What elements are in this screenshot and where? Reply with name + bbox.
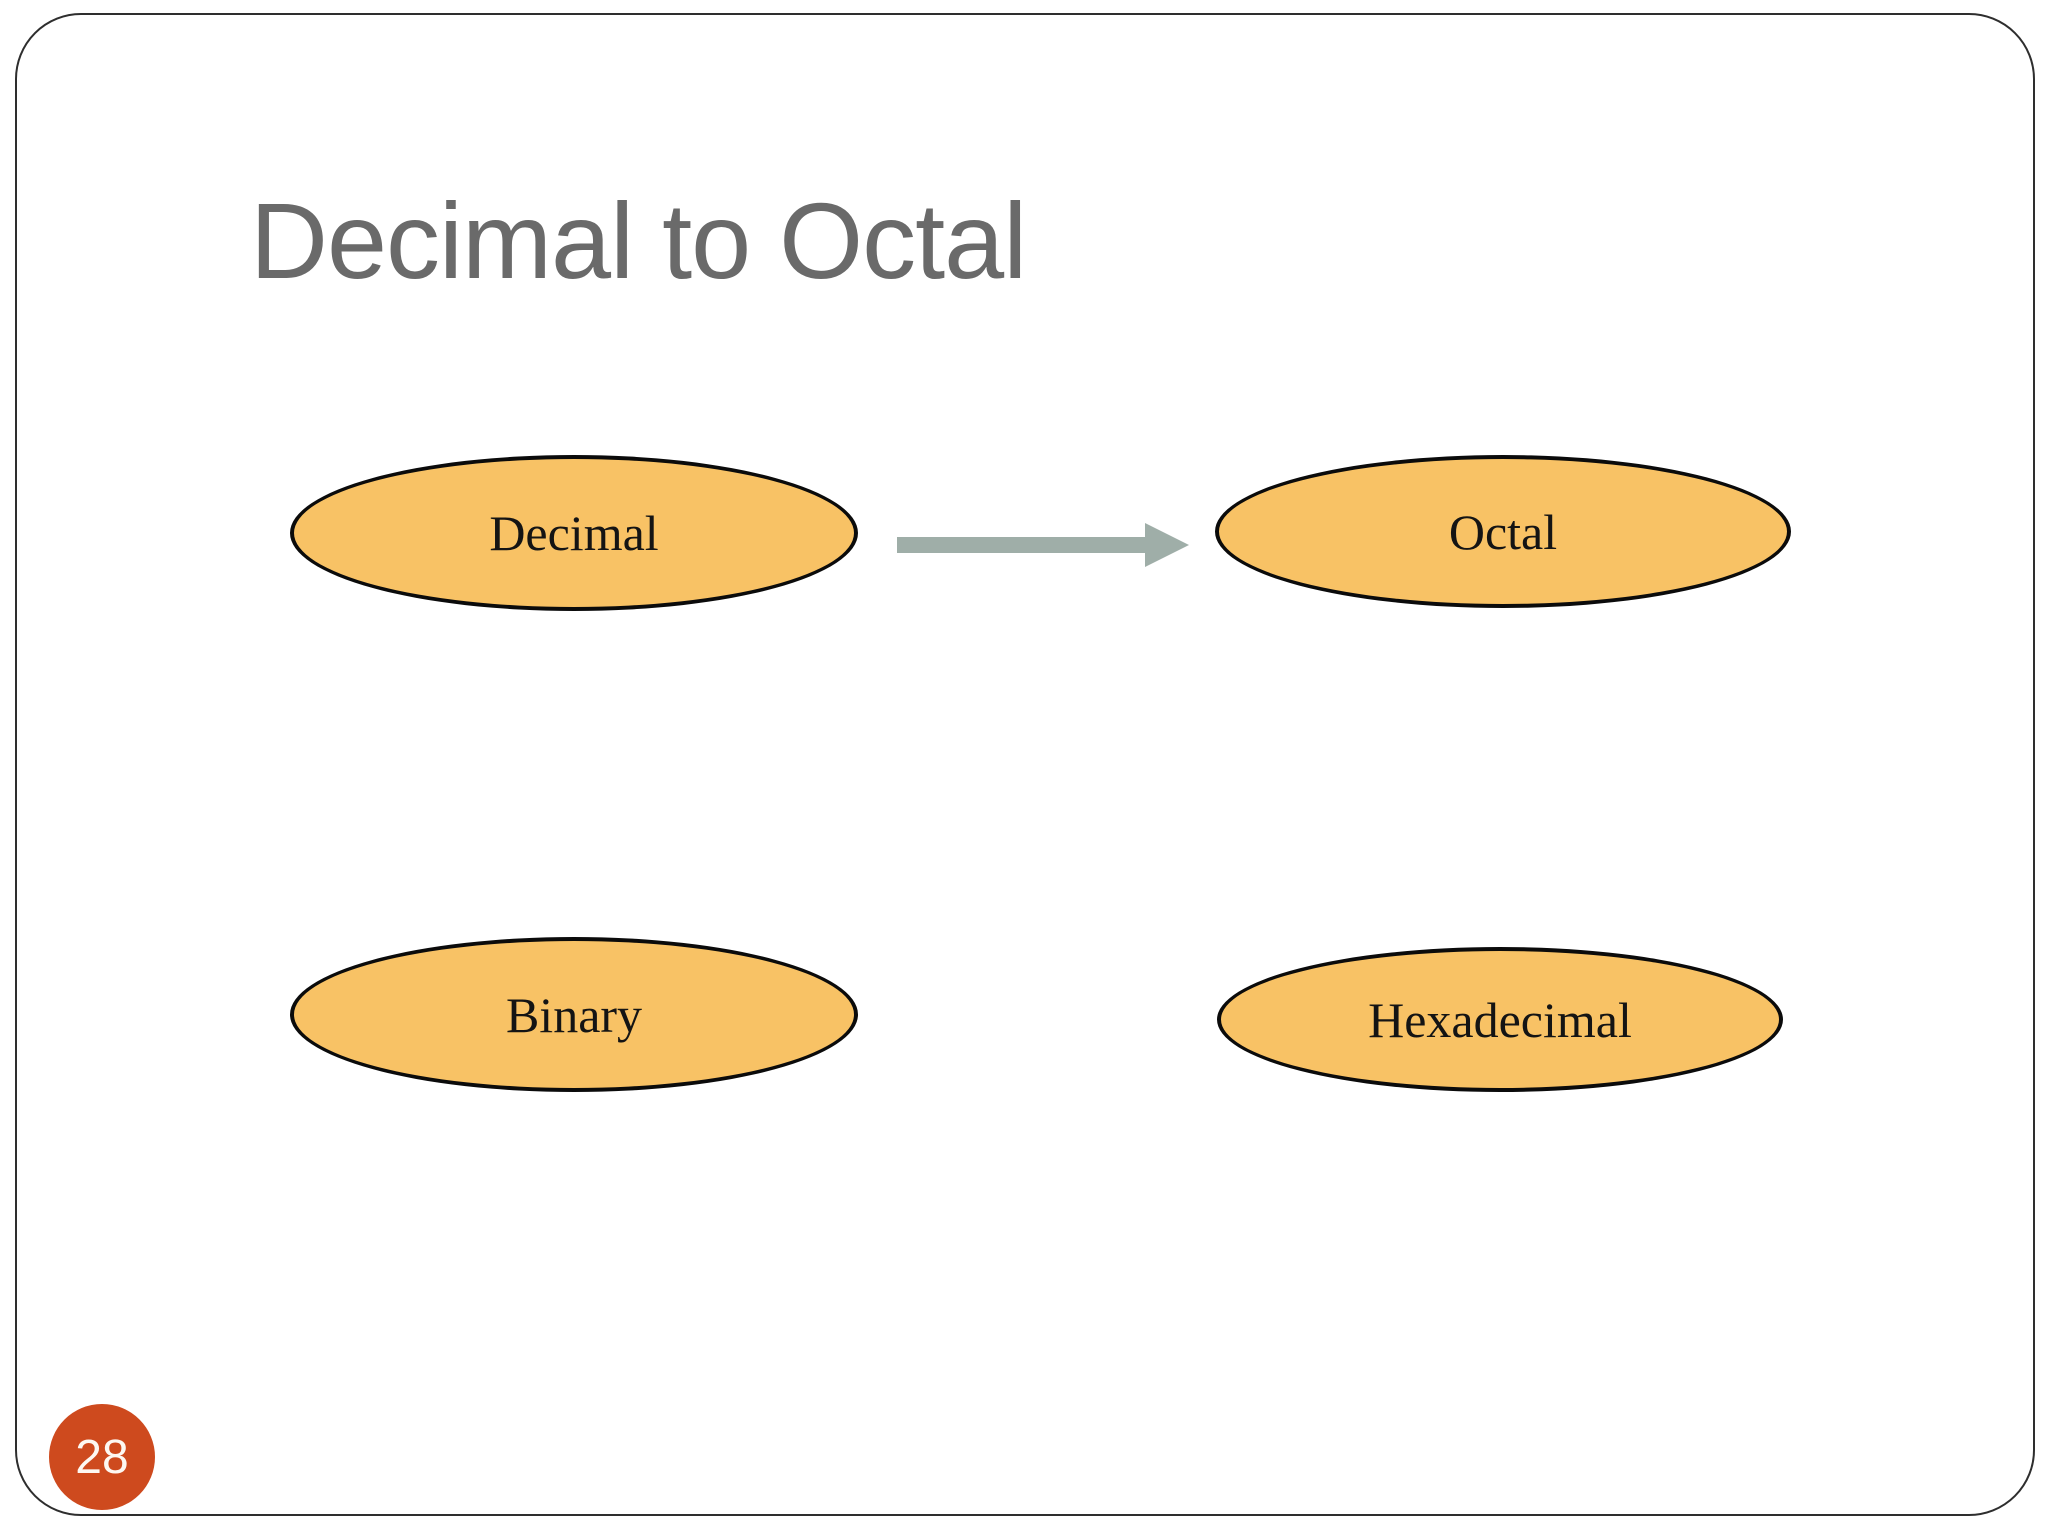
node-decimal-label: Decimal [489,505,659,561]
node-binary-label: Binary [505,986,643,1043]
slide-title: Decimal to Octal [250,180,1027,301]
node-decimal: Decimal [290,455,858,611]
slide-canvas: Decimal to Octal Decimal Octal Binary He… [15,13,2035,1516]
page-number: 28 [75,1430,129,1484]
node-octal-label: Octal [1448,503,1558,560]
page-number-badge: 28 [49,1404,155,1510]
node-octal: Octal [1215,455,1791,608]
node-binary: Binary [290,937,858,1092]
right-arrow-icon [897,523,1189,567]
node-hexadecimal-label: Hexadecimal [1368,991,1632,1048]
node-hexadecimal: Hexadecimal [1217,947,1783,1092]
